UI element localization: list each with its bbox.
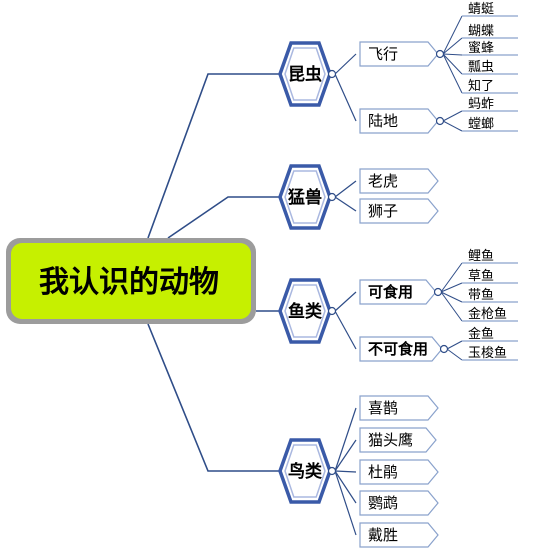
leaf-label: 鲤鱼 [468,248,494,264]
sub-node-shape [359,336,443,362]
sub-node: 猫头鹰 [359,427,437,453]
leaf-label: 蝴蝶 [468,24,494,39]
sub-node: 陆地 [359,108,445,134]
junction-dot [327,192,337,202]
sub-node-shape [359,490,439,516]
sub-node-shape [359,279,437,305]
sub-node-label: 喜鹊 [368,399,398,417]
root-to-category-line [147,73,281,239]
sub-node: 戴胜 [359,522,439,548]
sub-node: 飞行 [359,41,445,67]
sub-to-leaf-line [440,262,463,293]
leaf-label: 蜜蜂 [468,41,494,56]
category-node-3: 鸟类 [278,438,337,504]
category-label: 昆虫 [288,64,322,85]
junction-dot [439,344,449,354]
category-node-0: 昆虫 [278,41,337,107]
junction-dot [435,116,445,126]
leaf-label: 蜻蜓 [468,2,494,17]
leaf-label: 玉梭鱼 [468,345,507,361]
category-label: 鱼类 [288,301,323,322]
connector-lines [147,15,518,536]
sub-to-leaf-line [440,291,463,322]
category-to-sub-line [334,439,357,472]
root-to-category-line [147,323,281,472]
category-to-sub-line [334,291,357,312]
category-hexagon-inner [284,444,326,498]
sub-node-label: 老虎 [368,172,398,190]
sub-node: 狮子 [359,198,439,224]
sub-to-leaf-line [442,53,463,94]
sub-node: 不可食用 [359,336,449,362]
category-to-sub-line [334,470,357,473]
junction-dot [327,69,337,79]
root-node: 我认识的动物 [6,238,256,324]
sub-node-shape [359,168,439,194]
sub-node: 可食用 [359,279,443,305]
category-to-sub-line [334,180,357,198]
sub-to-leaf-line [440,282,463,293]
junction-dot [433,287,443,297]
leaf-label: 金鱼 [468,326,494,342]
category-label: 猛兽 [287,187,322,208]
sub-node: 老虎 [359,168,439,194]
sub-to-leaf-line [446,348,463,361]
sub-node-label: 杜鹃 [368,463,398,481]
leaf-label: 瓢虫 [468,60,494,75]
sub-node-label: 鹦鹉 [368,494,398,512]
category-node-1: 猛兽 [278,164,337,230]
category-to-sub-line [334,53,357,75]
leaf-label: 草鱼 [468,268,494,284]
category-hexagon-inner [284,284,326,338]
category-hexagon-inner [284,170,326,224]
root-node-fill [11,243,251,319]
sub-to-leaf-line [442,110,463,122]
sub-to-leaf-line [440,291,463,303]
category-label: 鸟类 [288,461,323,482]
category-hexagon-inner [284,47,326,101]
sub-node-shape [359,108,439,134]
sub-to-leaf-line [442,37,463,55]
junction-dot [435,49,445,59]
sub-node: 杜鹃 [359,459,439,485]
leaf-label: 金枪鱼 [468,306,507,322]
sub-node-label: 猫头鹰 [368,431,413,449]
category-to-sub-line [334,470,357,504]
sub-to-leaf-line [442,53,463,56]
leaf-label: 螳螂 [468,117,494,132]
sub-node-shape [359,41,439,67]
root-to-category-line [167,196,281,239]
sub-node-shape [359,459,439,485]
sub-node-label: 狮子 [368,202,398,220]
sub-node: 鹦鹉 [359,490,439,516]
leaf-label: 蚂蚱 [468,97,494,112]
sub-to-leaf-line [442,53,463,75]
category-to-sub-line [334,470,357,536]
sub-node-label: 陆地 [368,112,398,130]
category-to-sub-line [334,310,357,350]
sub-node-label: 戴胜 [368,526,398,544]
sub-node-label: 飞行 [368,45,398,63]
junction-dot [327,306,337,316]
sub-to-leaf-line [442,120,463,132]
root-title: 我认识的动物 [39,265,219,300]
leaf-label: 带鱼 [468,287,494,303]
category-to-sub-line [334,407,357,472]
leaf-label: 知了 [468,78,494,94]
junction-dot [327,466,337,476]
sub-node-label: 可食用 [368,283,413,301]
sub-node-shape [359,427,437,453]
sub-to-leaf-line [446,340,463,350]
sub-node-shape [359,198,439,224]
sub-node-label: 不可食用 [368,340,428,358]
category-node-2: 鱼类 [278,278,337,344]
sub-node: 喜鹊 [359,395,439,421]
category-to-sub-line [334,196,357,212]
sub-node-shape [359,522,439,548]
sub-node-shape [359,395,439,421]
category-to-sub-line [334,73,357,122]
sub-to-leaf-line [442,15,463,55]
